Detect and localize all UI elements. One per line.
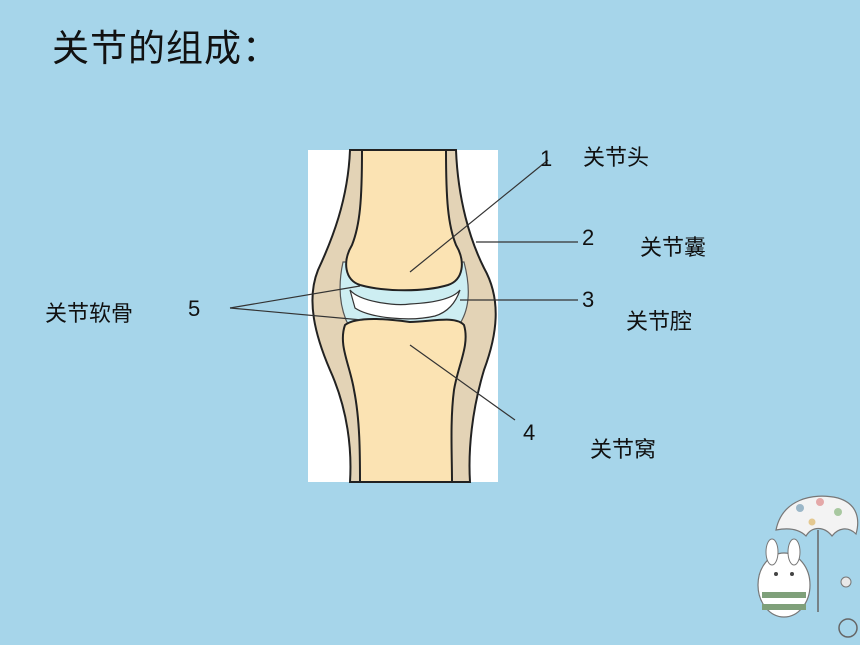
part-number-4: 4 xyxy=(523,420,536,445)
leader-line-4 xyxy=(409,344,516,421)
part-number-1: 1 xyxy=(540,146,553,171)
leader-line-5b xyxy=(229,307,363,321)
label-articular-head: 关节头 xyxy=(583,146,650,171)
label-joint-cavity: 关节腔 xyxy=(626,310,693,335)
part-number-3: 3 xyxy=(582,287,595,312)
lower-bone-shape xyxy=(341,317,467,483)
leader-line-1 xyxy=(409,159,549,273)
leader-line-5a xyxy=(229,285,361,309)
label-joint-capsule: 关节囊 xyxy=(640,236,707,261)
part-number-2: 2 xyxy=(582,225,595,250)
page-title: 关节的组成： xyxy=(52,27,280,70)
label-articular-socket: 关节窝 xyxy=(590,438,657,463)
joint-cavity-shape xyxy=(349,289,461,320)
upper-bone-shape xyxy=(345,149,463,292)
part-number-5: 5 xyxy=(188,296,201,321)
label-articular-cartilage: 关节软骨 xyxy=(45,302,134,327)
bunny-with-umbrella-icon xyxy=(757,495,859,638)
